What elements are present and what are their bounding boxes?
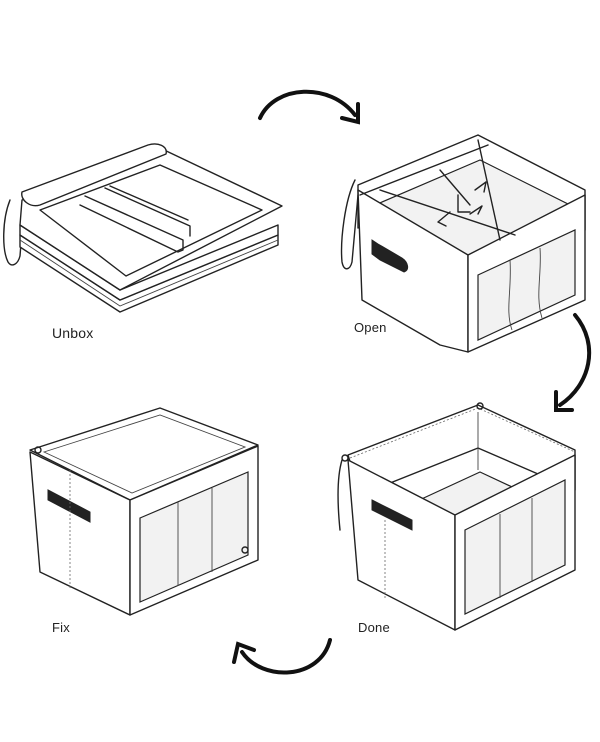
flow-arrow-3 bbox=[232, 638, 332, 675]
step-label-unbox: Unbox bbox=[52, 325, 94, 341]
flow-arrow-1 bbox=[258, 89, 360, 125]
curved-arrow-icon bbox=[240, 638, 332, 675]
step-label-open: Open bbox=[354, 320, 387, 335]
unbox-illustration bbox=[3, 143, 283, 313]
fix-illustration bbox=[29, 407, 259, 616]
step-label-fix: Fix bbox=[52, 620, 70, 635]
curved-arrow-icon bbox=[558, 313, 592, 407]
done-illustration bbox=[337, 402, 576, 631]
step-label-done: Done bbox=[358, 620, 390, 635]
open-illustration bbox=[340, 134, 586, 353]
curved-arrow-icon bbox=[258, 89, 357, 120]
flow-arrow-2 bbox=[554, 313, 592, 412]
